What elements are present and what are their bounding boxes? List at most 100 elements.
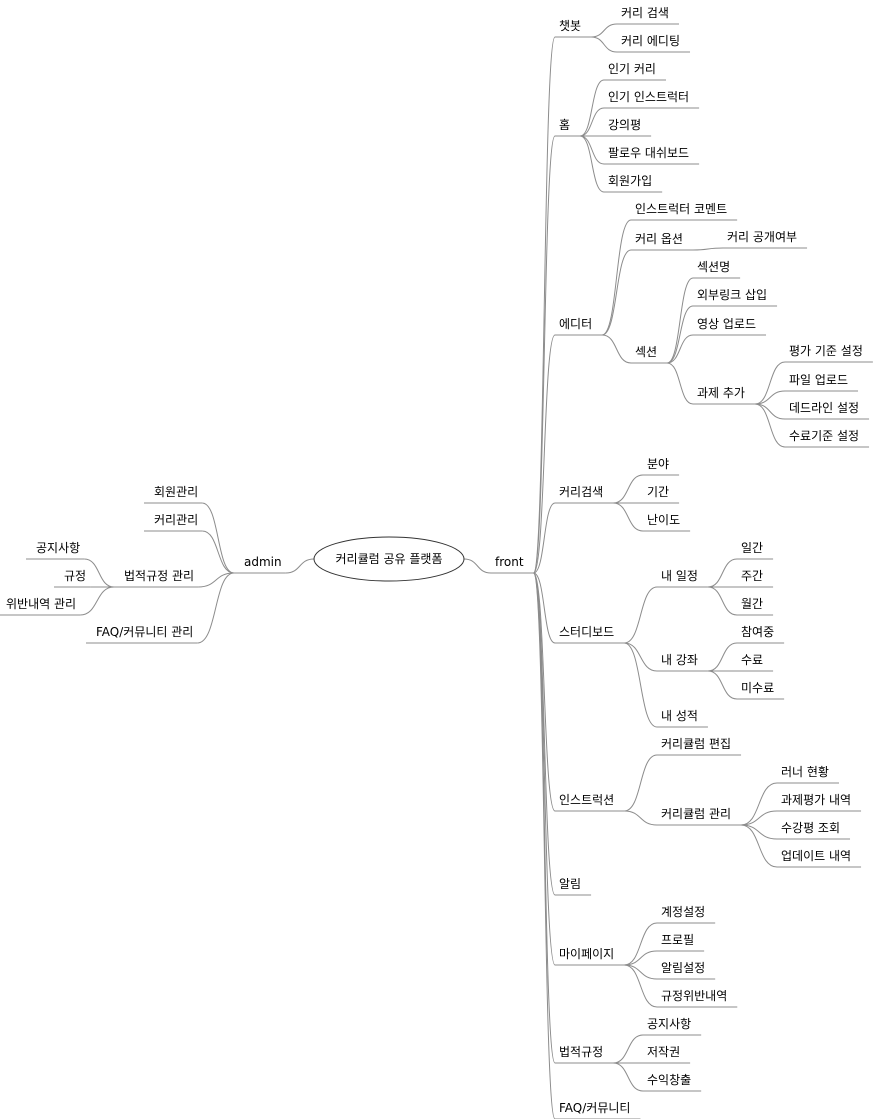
node-label-alarm: 알림	[559, 877, 581, 891]
edge-study-to-sb-course	[624, 642, 658, 672]
edge-chatbot-to-cb-search	[591, 23, 618, 38]
node-label-h-follow: 팔로우 대쉬보드	[608, 146, 689, 160]
edge-a-law-to-a-violation	[80, 586, 115, 616]
node-label-l-notice: 공지사항	[647, 1017, 691, 1031]
edge-front-to-chatbot	[533, 36, 556, 574]
edge-law-to-l-notice	[613, 1034, 644, 1064]
root-node-ellipse	[313, 536, 465, 582]
edge-sb-sched-to-sc-monthly	[707, 586, 738, 616]
edge-s-task-to-t-deadline	[754, 403, 786, 420]
node-label-h-signup: 회원가입	[608, 174, 652, 188]
edge-csearch-to-cs-field	[613, 474, 644, 504]
node-label-co-undone: 미수료	[741, 681, 774, 695]
node-label-instr: 인스트럭션	[559, 793, 614, 807]
node-label-front: front	[495, 555, 524, 569]
edge-a-law-to-a-notice	[84, 558, 115, 588]
node-label-m-update: 업데이트 내역	[781, 849, 851, 863]
node-label-co-done: 수료	[741, 653, 763, 667]
node-label-m-learner: 러너 현황	[781, 765, 829, 779]
edge-i-manage-to-m-update	[741, 824, 778, 868]
edge-front-to-csearch	[533, 502, 556, 574]
node-label-mp-alarm: 알림설정	[661, 961, 705, 975]
node-label-mypage: 마이페이지	[559, 947, 614, 961]
node-label-editor: 에디터	[559, 317, 592, 331]
node-label-a-member: 회원관리	[154, 485, 198, 499]
edge-sb-course-to-co-undone	[707, 670, 738, 700]
edge-mypage-to-mp-account	[624, 922, 658, 966]
node-label-a-rule: 규정	[64, 569, 86, 583]
edge-s-task-to-t-file	[754, 390, 786, 405]
node-label-law: 법적규정	[559, 1045, 603, 1059]
root-node-label: 커리큘럼 공유 플랫폼	[336, 552, 443, 566]
node-label-faq: FAQ/커뮤니티	[559, 1101, 630, 1115]
edge-mypage-to-mp-profile	[624, 950, 658, 966]
node-label-m-taskeval: 과제평가 내역	[781, 793, 851, 807]
edge-home-to-h-signup	[579, 135, 605, 193]
node-label-s-task: 과제 추가	[697, 386, 745, 400]
node-label-cb-search: 커리 검색	[621, 6, 669, 20]
edge-e-section-to-s-link	[666, 305, 694, 364]
edge-editor-to-e-option	[601, 249, 632, 336]
node-label-home: 홈	[559, 118, 570, 132]
node-label-sc-weekly: 주간	[741, 569, 763, 583]
node-label-mp-profile: 프로필	[661, 933, 694, 947]
node-label-t-criteria: 평가 기준 설정	[789, 344, 863, 358]
node-label-l-revenue: 수익창출	[647, 1073, 691, 1087]
edge-editor-to-e-section	[602, 334, 632, 364]
node-label-e-option: 커리 옵션	[635, 232, 683, 246]
node-label-l-copyright: 저작권	[647, 1045, 680, 1059]
edge-i-manage-to-m-taskeval	[741, 810, 778, 826]
edge-front-to-law	[533, 572, 556, 1064]
edge-study-to-sb-sched	[624, 586, 658, 644]
edge-home-to-h-popinst	[579, 107, 605, 137]
node-label-admin: admin	[244, 555, 282, 569]
edge-editor-to-e-comment	[601, 219, 632, 336]
node-label-sc-monthly: 월간	[741, 597, 763, 611]
node-label-s-video: 영상 업로드	[697, 317, 756, 331]
edge-s-task-to-t-criteria	[754, 361, 786, 405]
node-label-mp-account: 계정설정	[661, 905, 705, 919]
node-label-t-complete: 수료기준 설정	[789, 429, 859, 443]
edge-chatbot-to-cb-edit	[591, 36, 618, 53]
mindmap-edges	[80, 23, 786, 1119]
node-label-h-popcurri: 인기 커리	[608, 62, 656, 76]
mindmap-underlines	[0, 23, 873, 1119]
node-label-e-section: 섹션	[635, 345, 657, 359]
node-label-study: 스터디보드	[559, 625, 614, 639]
node-label-h-review: 강의평	[608, 118, 641, 132]
edge-front-to-faq	[533, 572, 556, 1119]
edge-front-to-instr	[533, 572, 556, 812]
edge-sb-sched-to-sc-daily	[707, 558, 738, 588]
edge-law-to-l-revenue	[613, 1062, 644, 1092]
edge-e-section-to-s-video	[667, 334, 694, 364]
edge-e-section-to-s-task	[666, 362, 694, 405]
node-label-s-link: 외부링크 삽입	[697, 288, 767, 302]
node-label-csearch: 커리검색	[559, 485, 603, 499]
edge-front-to-home	[533, 135, 556, 574]
node-label-a-law: 법적규정 관리	[124, 569, 194, 583]
node-label-sc-daily: 일간	[741, 541, 763, 555]
node-label-a-notice: 공지사항	[36, 541, 80, 555]
edge-admin-to-a-faq	[197, 572, 235, 644]
edge-instr-to-i-edit	[624, 754, 658, 812]
edge-e-section-to-s-name	[666, 277, 694, 364]
node-label-i-manage: 커리큘럼 관리	[661, 807, 731, 821]
node-label-chatbot: 챗봇	[559, 18, 581, 33]
node-label-sb-course: 내 강좌	[661, 653, 698, 667]
edge-front-to-mypage	[533, 572, 556, 966]
node-label-cs-field: 분야	[647, 457, 669, 471]
edge-admin-to-a-law	[198, 572, 235, 588]
edge-home-to-h-follow	[579, 135, 605, 165]
node-label-s-name: 섹션명	[697, 260, 730, 274]
edge-e-option-to-e-public	[692, 247, 724, 251]
edge-s-task-to-t-complete	[754, 403, 786, 448]
node-label-a-violation: 위반내역 관리	[6, 597, 76, 611]
node-label-a-curri: 커리관리	[154, 513, 198, 527]
edge-instr-to-i-manage	[624, 810, 658, 826]
node-label-cs-level: 난이도	[647, 513, 680, 527]
edge-i-manage-to-m-review	[741, 824, 778, 840]
node-label-i-edit: 커리큘럼 편집	[661, 737, 731, 751]
edge-root-to-admin	[285, 558, 315, 574]
